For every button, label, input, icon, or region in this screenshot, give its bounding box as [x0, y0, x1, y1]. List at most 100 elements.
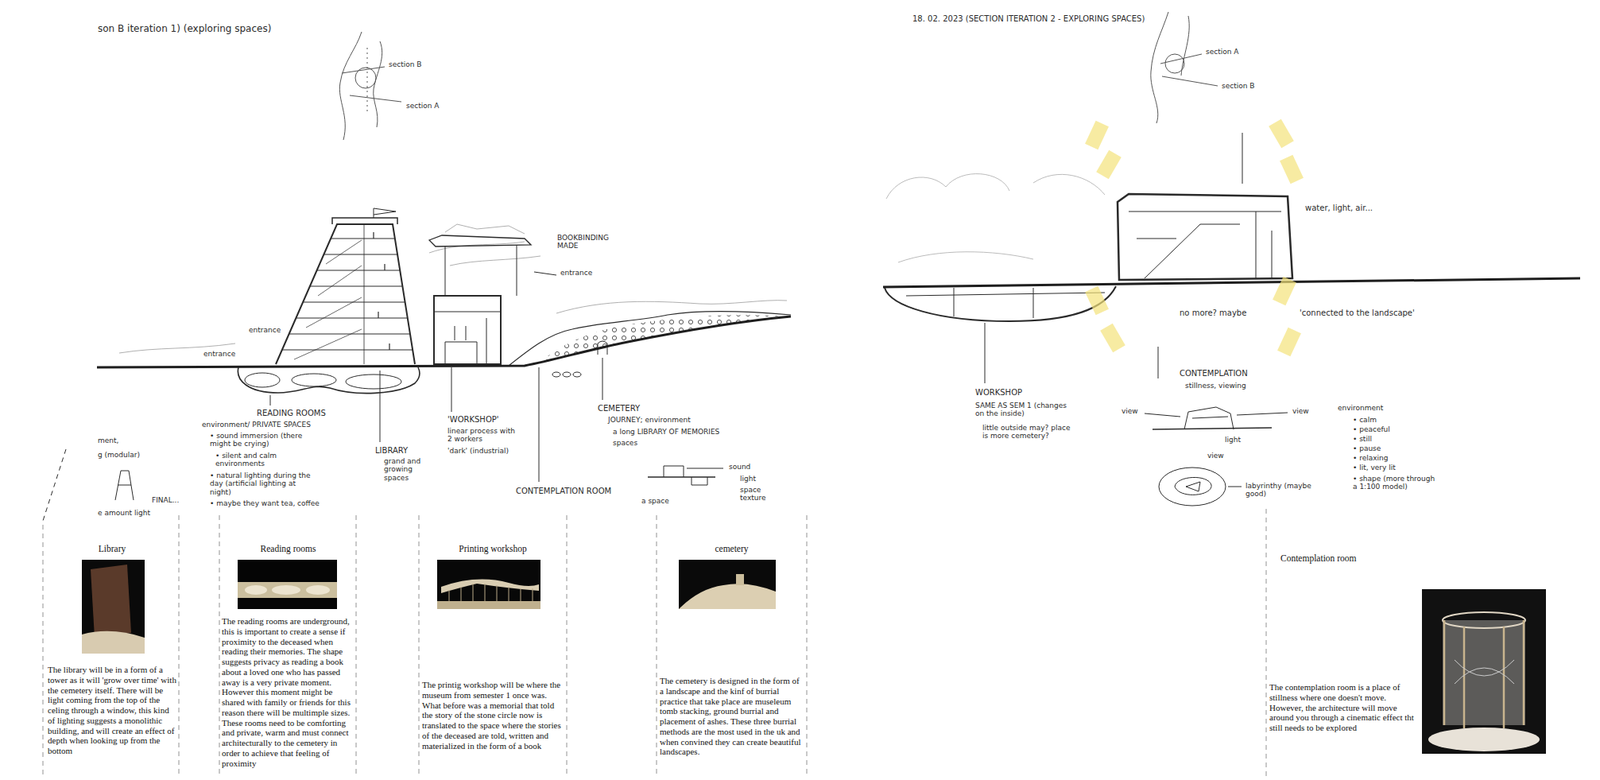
section-sketch — [883, 132, 1581, 506]
section-sketch — [454, 325, 466, 341]
handwritten-note: CEMETERY — [596, 403, 641, 414]
masking-tape — [1100, 323, 1126, 353]
panel-heading: Library — [47, 542, 177, 555]
handwritten-note: 18. 02. 2023 (SECTION ITERATION 2 - EXPL… — [911, 14, 1146, 24]
handwritten-note: section B — [387, 60, 423, 69]
key-plan — [341, 66, 385, 74]
dashed-separator — [178, 515, 180, 776]
section-sketch — [602, 357, 604, 400]
handwritten-note: LIBRARY — [374, 445, 409, 456]
section-sketch — [96, 316, 791, 368]
model-photo — [441, 579, 539, 593]
dashed-separator — [42, 508, 1267, 776]
handwritten-note: CONTEMPLATION ROOM — [515, 486, 613, 496]
handwritten-note: 'WORKSHOP' — [446, 414, 500, 425]
dashed-separator — [418, 515, 420, 776]
handwritten-note: entrance — [559, 268, 593, 277]
handwritten-note: CONTEMPLATION — [1178, 368, 1249, 379]
caption-panel: Reading roomsThe reading rooms are under… — [221, 542, 355, 768]
section-sketch — [373, 232, 390, 350]
model-photo — [1454, 659, 1515, 684]
masking-tape — [1272, 276, 1297, 307]
model-photo — [81, 559, 145, 654]
model-photo — [81, 559, 145, 654]
dashed-separator — [356, 515, 357, 776]
section-sketch — [345, 374, 402, 389]
handwritten-note: spaces — [612, 438, 639, 447]
key-plan — [1165, 54, 1185, 74]
model-photo — [678, 559, 776, 609]
section-sketch — [984, 322, 986, 384]
section-sketch — [686, 468, 724, 469]
section-sketch — [538, 367, 540, 482]
handwritten-note: • lit, very lit — [1352, 463, 1397, 472]
section-sketch — [884, 286, 1116, 322]
background-sketch — [1033, 174, 1105, 195]
handwritten-note: section B — [1220, 81, 1256, 90]
caption-panel: LibraryThe library will be in a form of … — [47, 542, 177, 756]
key-plan — [349, 95, 402, 102]
section-sketch — [332, 217, 398, 225]
section-sketch — [1185, 481, 1201, 492]
masking-tape — [1279, 154, 1304, 185]
background-sketch — [119, 224, 787, 353]
handwritten-note: linear process with 2 workers — [446, 426, 520, 444]
model-photo — [1421, 588, 1546, 754]
masking-tape — [1084, 120, 1109, 151]
section-sketch — [534, 271, 557, 276]
section-sketch — [294, 240, 362, 360]
model-photo — [237, 581, 338, 598]
handwritten-note: • still — [1352, 434, 1373, 443]
handwritten-note: • natural lighting during the day (artif… — [209, 471, 318, 496]
section-sketch — [115, 470, 134, 500]
handwritten-note: section A — [1204, 47, 1240, 56]
key-plan — [367, 47, 369, 112]
model-photo — [1421, 588, 1546, 754]
section-sketch — [1192, 416, 1229, 419]
section-sketch — [1152, 427, 1272, 430]
background-sketch — [449, 255, 541, 266]
masking-tape — [1084, 286, 1109, 316]
section-sketch — [244, 372, 280, 388]
model-photo — [437, 559, 541, 609]
panel-description: The cemetery is designed in the form of … — [659, 675, 804, 757]
key-plan — [373, 41, 383, 128]
handwritten-note: • sound immersion (there might be crying… — [209, 431, 318, 449]
section-sketch — [1174, 476, 1212, 495]
handwritten-note: JOURNEY; environment — [607, 415, 692, 424]
masking-tape — [1277, 327, 1302, 357]
handwritten-note: entrance — [247, 325, 282, 334]
model-photo — [736, 573, 744, 585]
key-plan — [1181, 15, 1190, 76]
handwritten-note: labyrinthy (maybe good) — [1244, 481, 1318, 499]
key-plan — [339, 31, 362, 140]
model-photo — [1444, 619, 1524, 729]
handwritten-note: view — [1291, 406, 1310, 415]
caption-panel: Printing workshopThe printig workshop wi… — [422, 542, 564, 751]
section-sketch — [433, 295, 501, 365]
handwritten-note: • pause — [1352, 444, 1382, 453]
handwritten-note: SAME AS SEM 1 (changes on the inside) — [974, 401, 1076, 419]
section-sketch — [1158, 346, 1159, 379]
model-photo — [678, 583, 776, 609]
section-sketch — [291, 373, 337, 387]
handwritten-note: space texture — [739, 485, 783, 503]
handwritten-note: little outside may? place is more cemete… — [981, 423, 1079, 441]
section-sketch — [647, 476, 716, 478]
section-sketch — [373, 208, 396, 218]
handwritten-note: • maybe they want tea, coffee — [209, 499, 321, 508]
handwritten-note: section A — [405, 101, 440, 110]
caption-panel: Contemplation roomThe contemplation room… — [1269, 552, 1418, 733]
section-sketch — [282, 238, 413, 350]
section-sketch — [270, 395, 272, 406]
section-sketch — [1228, 486, 1242, 488]
handwritten-note: view — [1120, 406, 1139, 415]
model-photo — [437, 600, 541, 609]
dashed-separator — [219, 515, 221, 776]
section-sketch — [42, 208, 791, 521]
section-sketch — [275, 224, 415, 365]
section-sketch — [1184, 406, 1234, 430]
section-sketch — [906, 287, 1105, 318]
model-photo — [1442, 619, 1526, 725]
